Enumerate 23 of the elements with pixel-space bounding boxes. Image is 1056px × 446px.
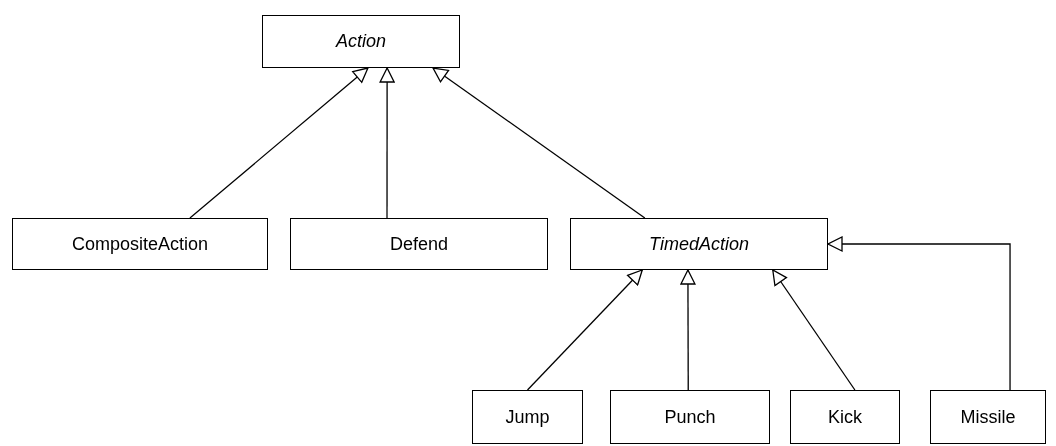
class-name: Defend	[389, 232, 448, 256]
class-box	[12, 218, 268, 270]
generalization-arrow	[772, 269, 856, 391]
class-name: Kick	[828, 405, 862, 429]
generalization-arrow	[432, 67, 646, 219]
class-box	[790, 390, 900, 444]
generalization-arrow	[526, 269, 643, 391]
class-name: CompositeAction	[71, 232, 209, 256]
class-name: Action	[336, 30, 386, 53]
class-box	[262, 15, 460, 68]
generalization-arrow	[680, 269, 696, 391]
class-name: Jump	[505, 405, 550, 429]
class-box	[472, 390, 583, 444]
generalization-arrow	[827, 236, 1011, 391]
class-box	[570, 218, 828, 270]
class-name: Missile	[960, 405, 1016, 429]
class-name: Punch	[664, 405, 716, 429]
class-box	[290, 218, 548, 270]
generalization-arrow	[189, 67, 369, 219]
class-name: TimedAction	[649, 232, 749, 256]
generalization-arrow	[379, 67, 395, 219]
class-box	[930, 390, 1046, 444]
class-box	[610, 390, 770, 444]
